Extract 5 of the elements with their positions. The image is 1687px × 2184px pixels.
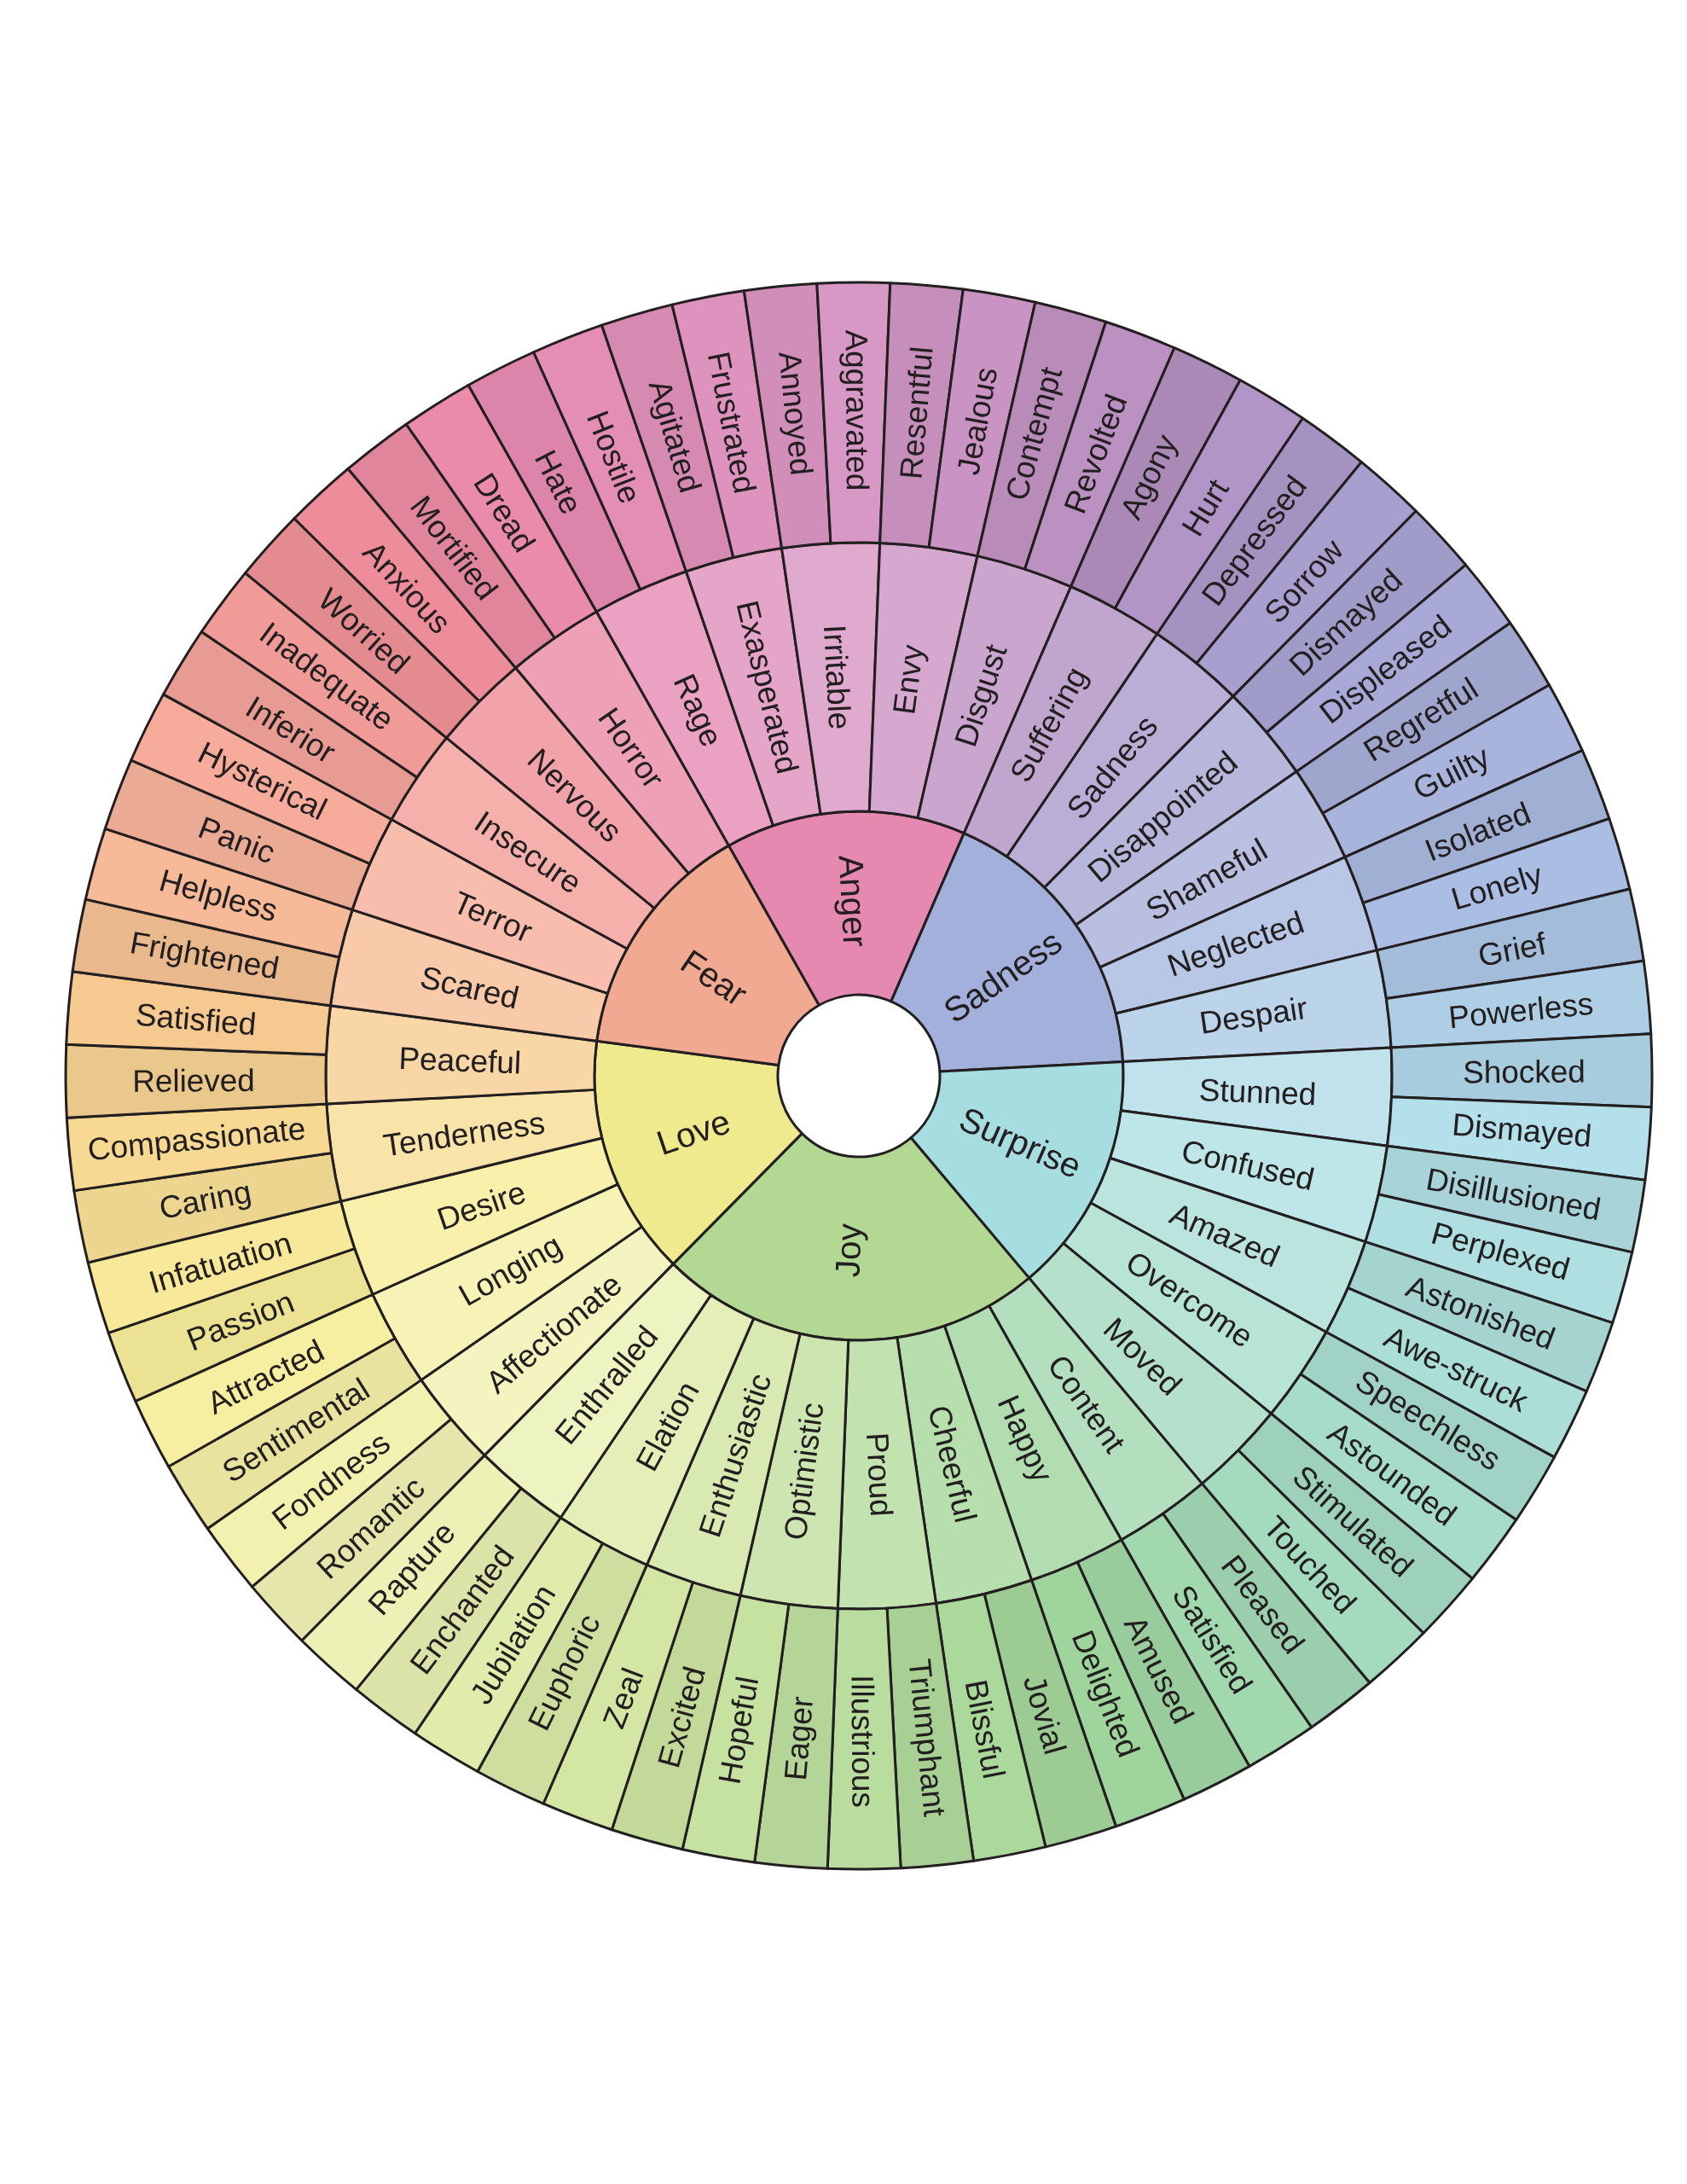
core-emotion-sector: Love [593,1039,803,1266]
emotion-sector: Relieved [64,1043,328,1119]
emotion-sector: Illustrious [826,1606,902,1871]
emotion-sector: Shocked [1389,1032,1654,1109]
core-emotion-sector: Fear [595,844,820,1066]
